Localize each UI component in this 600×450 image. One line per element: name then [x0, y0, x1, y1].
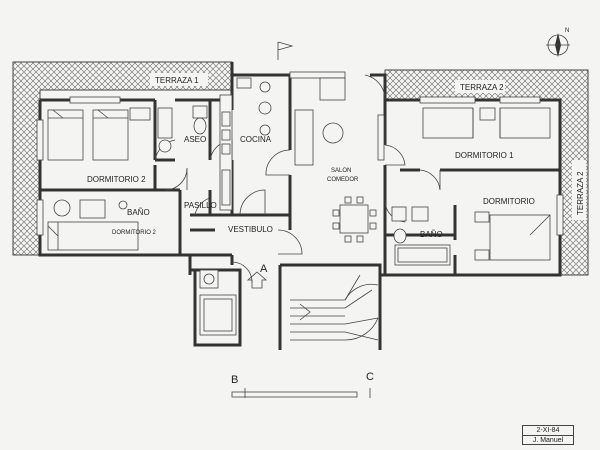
title-block-author: J. Manuel — [523, 435, 573, 445]
marker-section-b: B — [231, 374, 238, 386]
label-dormitorio: DORMITORIO — [483, 197, 535, 206]
label-cocina: COCINA — [240, 135, 272, 144]
service-fixtures — [199, 269, 237, 336]
compass-letter: N — [565, 28, 569, 34]
marker-section-c: C — [366, 371, 374, 383]
flag-icon — [277, 41, 294, 60]
entrance-arrow-icon — [246, 271, 268, 289]
label-vestibulo: VESTIBULO — [228, 225, 273, 234]
aseo-fixtures — [157, 105, 208, 153]
title-block: 2-XI-84 J. Manuel — [522, 425, 574, 445]
label-terraza-2-top: TERRAZA 2 — [460, 83, 504, 92]
label-dormitorio-1: DORMITORIO 1 — [455, 151, 514, 160]
label-dormitorio-2-b: DORMITORIO 2 — [112, 230, 157, 236]
compass-icon — [546, 33, 570, 57]
label-bano-right: BAÑO — [420, 230, 443, 239]
kitchen-counters — [219, 77, 272, 211]
salon-furniture — [294, 77, 377, 243]
label-comedor: COMEDOR — [327, 177, 359, 183]
outer-walls — [38, 62, 562, 350]
title-block-date: 2-XI-84 — [536, 427, 560, 434]
label-terraza-1: TERRAZA 1 — [155, 76, 199, 85]
windows — [36, 71, 564, 398]
dormitorio-2b-bed — [47, 199, 139, 251]
label-aseo: ASEO — [184, 135, 206, 144]
interior-walls — [40, 75, 560, 275]
label-bano-left: BAÑO — [127, 208, 150, 217]
label-dormitorio-2-a: DORMITORIO 2 — [87, 175, 146, 184]
marker-entrance: A — [260, 263, 268, 275]
section-line — [244, 388, 371, 398]
dormitorio-2-beds — [47, 107, 151, 161]
bano-right-fixtures — [391, 206, 451, 266]
dormitorio-bed — [474, 211, 551, 261]
label-terraza-2-side: TERRAZA 2 — [576, 171, 585, 215]
label-pasillo: PASILLO — [184, 201, 217, 210]
dormitorio-1-beds — [422, 107, 551, 139]
label-salon: SALON — [331, 168, 351, 174]
staircase — [290, 274, 379, 341]
